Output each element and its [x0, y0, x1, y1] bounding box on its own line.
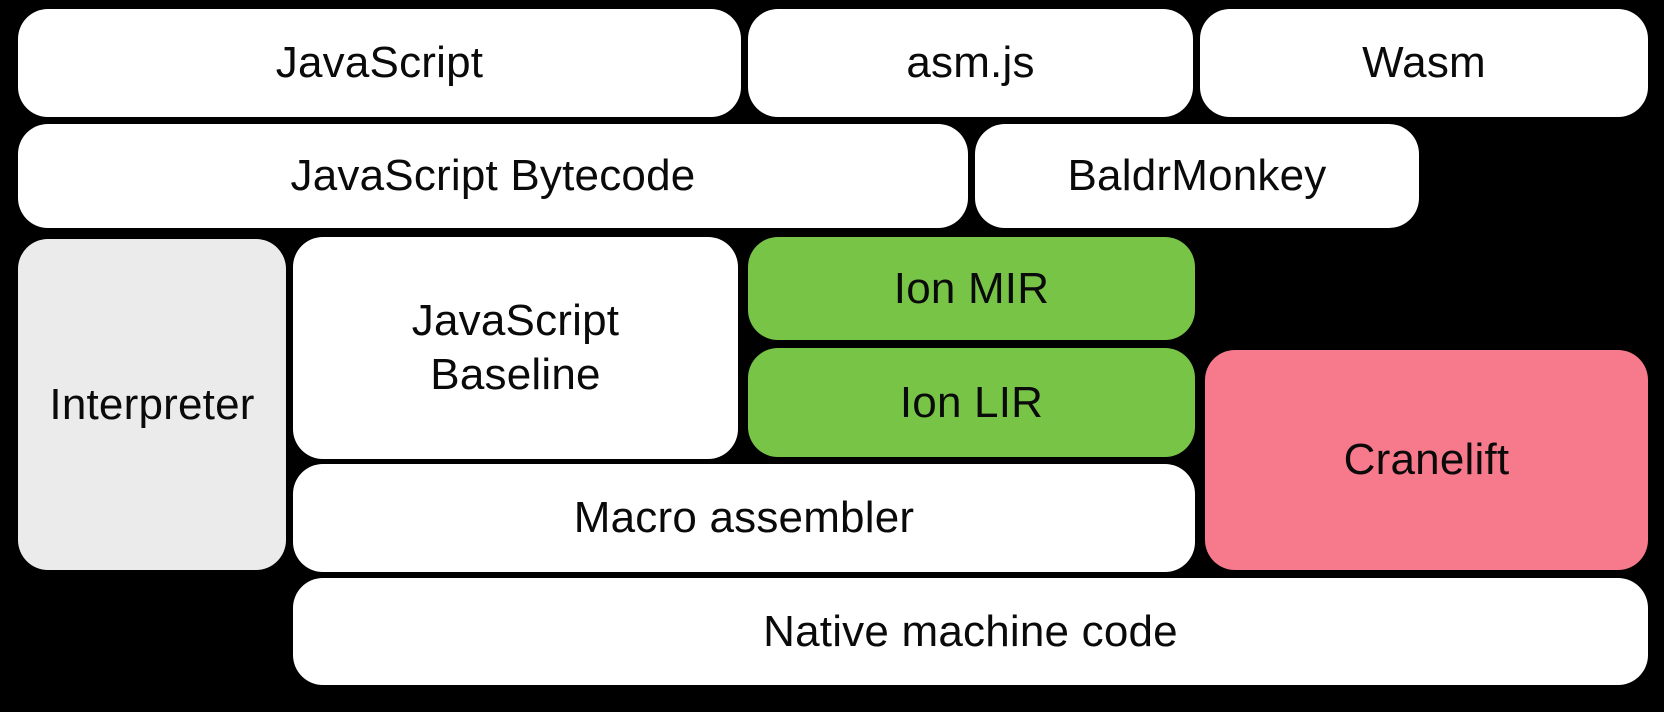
box-javascript-bytecode: JavaScript Bytecode — [18, 124, 968, 228]
box-javascript-baseline: JavaScript Baseline — [293, 237, 738, 459]
box-cranelift: Cranelift — [1205, 350, 1648, 570]
box-asmjs: asm.js — [748, 9, 1193, 117]
box-ion-mir: Ion MIR — [748, 237, 1195, 340]
box-ion-mir-label: Ion MIR — [893, 263, 1050, 313]
box-javascript: JavaScript — [18, 9, 741, 117]
box-javascript-baseline-label-line1: JavaScript — [411, 296, 620, 346]
box-javascript-label: JavaScript — [275, 38, 484, 88]
box-native-machine-code: Native machine code — [293, 578, 1648, 685]
box-baldrmonkey: BaldrMonkey — [975, 124, 1419, 228]
box-macro-assembler-label: Macro assembler — [573, 493, 915, 543]
box-wasm-label: Wasm — [1362, 38, 1486, 88]
box-interpreter: Interpreter — [18, 239, 286, 570]
box-macro-assembler: Macro assembler — [293, 464, 1195, 572]
box-wasm: Wasm — [1200, 9, 1648, 117]
box-native-machine-code-label: Native machine code — [763, 606, 1178, 656]
box-javascript-baseline-label-line2: Baseline — [430, 350, 601, 399]
box-cranelift-label: Cranelift — [1343, 435, 1510, 485]
box-javascript-bytecode-label: JavaScript Bytecode — [290, 151, 696, 201]
box-ion-lir-label: Ion LIR — [899, 377, 1044, 427]
box-asmjs-label: asm.js — [906, 38, 1035, 88]
box-ion-lir: Ion LIR — [748, 348, 1195, 457]
box-interpreter-label: Interpreter — [49, 379, 255, 429]
box-baldrmonkey-label: BaldrMonkey — [1067, 151, 1327, 201]
